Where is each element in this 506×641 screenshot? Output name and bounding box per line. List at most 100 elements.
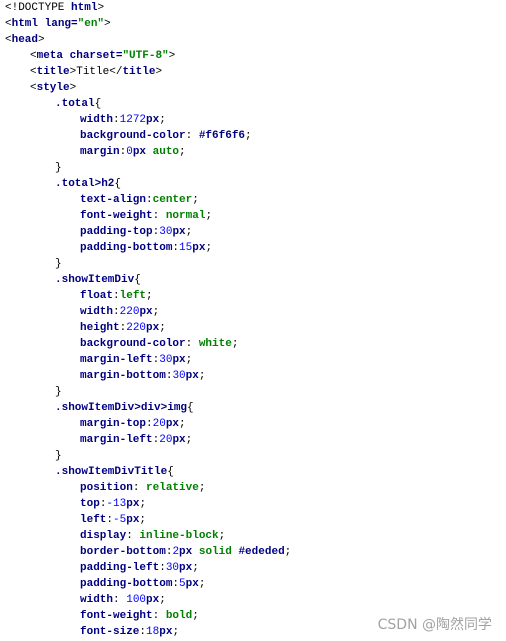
css-brace-close: } xyxy=(55,386,62,398)
doctype-close: > xyxy=(97,2,105,14)
title-gt: > xyxy=(69,66,77,78)
css-token-num: 30 xyxy=(172,370,186,382)
css-declaration: margin:0px auto; xyxy=(0,144,186,160)
css-declaration: padding-bottom:5px; xyxy=(0,576,205,592)
css-token-prop: font-weight xyxy=(80,610,153,622)
css-token-unit: px xyxy=(172,226,186,238)
css-rule-close-line: } xyxy=(0,160,62,176)
title-text: Title xyxy=(76,66,110,78)
css-token-plain: : xyxy=(152,610,166,622)
css-token-num: -5 xyxy=(113,514,127,526)
css-token-unit: px xyxy=(146,594,160,606)
css-declaration: margin-bottom:30px; xyxy=(0,368,205,384)
css-token-unit: px xyxy=(146,322,160,334)
css-token-kw: relative xyxy=(146,482,199,494)
css-declaration: margin-left:20px; xyxy=(0,432,192,448)
css-token-num: 18 xyxy=(146,626,160,638)
css-declaration: padding-top:30px; xyxy=(0,224,192,240)
css-token-kw: center xyxy=(152,194,193,206)
css-token-plain: : xyxy=(113,594,127,606)
html-gt: > xyxy=(104,18,111,30)
css-rule-selector-line: .showItemDivTitle{ xyxy=(0,464,174,480)
css-token-plain: ; xyxy=(139,514,147,526)
css-token-unit: px xyxy=(165,418,180,430)
head-tag: head xyxy=(11,34,39,46)
html-tag: html xyxy=(11,18,39,30)
css-token-prop: padding-bottom xyxy=(80,242,173,254)
css-token-plain: ; xyxy=(231,338,239,350)
css-token-prop: margin-left xyxy=(80,434,153,446)
css-token-kw: solid xyxy=(192,546,232,558)
css-declaration: height:220px; xyxy=(0,320,166,336)
css-token-num: 30 xyxy=(159,354,173,366)
css-token-prop: top xyxy=(80,498,100,510)
css-rule-selector-line: .total>h2{ xyxy=(0,176,121,192)
css-token-prop: background-color xyxy=(80,338,186,350)
css-token-plain: ; xyxy=(218,530,226,542)
css-brace-open: { xyxy=(187,402,194,414)
css-token-plain: : xyxy=(185,338,199,350)
css-token-plain: ; xyxy=(198,578,206,590)
css-token-num: 220 xyxy=(126,322,147,334)
css-rule-selector-line: .showItemDiv{ xyxy=(0,272,141,288)
css-brace-open: { xyxy=(114,178,122,190)
css-token-num: 20 xyxy=(152,418,166,430)
css-declaration: left:-5px; xyxy=(0,512,146,528)
css-token-plain: ; xyxy=(284,546,292,558)
css-token-prop: margin-top xyxy=(80,418,147,430)
meta-tag: meta xyxy=(36,50,64,62)
css-declaration: margin-top:20px; xyxy=(0,416,186,432)
css-token-plain: : xyxy=(113,290,120,302)
css-token-plain: ; xyxy=(179,418,186,430)
css-declaration: text-align:center; xyxy=(0,192,199,208)
css-token-plain: : xyxy=(146,194,153,206)
head-lt: < xyxy=(5,34,12,46)
css-token-plain: : xyxy=(152,226,160,238)
css-token-plain: : xyxy=(146,418,153,430)
css-token-kw: normal xyxy=(165,210,206,222)
css-declaration: margin-left:30px; xyxy=(0,352,192,368)
css-token-plain: ; xyxy=(205,210,213,222)
css-token-plain: ; xyxy=(159,322,166,334)
watermark: CSDN @陶然同学 xyxy=(377,617,492,633)
css-token-plain: : xyxy=(165,370,173,382)
css-token-num: 30 xyxy=(159,226,173,238)
css-token-num: 5 xyxy=(179,578,186,590)
css-token-kw: bold xyxy=(165,610,193,622)
css-token-plain: : xyxy=(152,354,160,366)
html-lang-attr: lang= xyxy=(38,18,78,30)
css-token-plain: ; xyxy=(192,562,199,574)
css-declaration: font-weight: bold; xyxy=(0,608,199,624)
css-token-plain: : xyxy=(126,530,140,542)
css-token-prop: padding-top xyxy=(80,226,153,238)
css-token-unit: px xyxy=(179,546,193,558)
css-token-unit: px xyxy=(179,562,193,574)
meta-lt: < xyxy=(30,50,37,62)
css-token-prop: background-color xyxy=(80,130,186,142)
title-open-tag: title xyxy=(36,66,70,78)
css-token-plain: ; xyxy=(192,610,199,622)
css-token-plain: : xyxy=(159,562,166,574)
css-token-plain: ; xyxy=(245,130,252,142)
css-declaration: width:1272px; xyxy=(0,112,166,128)
css-token-unit: px xyxy=(146,114,160,126)
css-token-unit: px xyxy=(185,578,199,590)
css-token-prop: padding-left xyxy=(80,562,160,574)
css-token-prop: font-size xyxy=(80,626,140,638)
css-token-plain: ; xyxy=(192,194,199,206)
css-token-plain: ; xyxy=(205,242,213,254)
css-declaration: padding-bottom:15px; xyxy=(0,240,212,256)
title-close-gt: > xyxy=(155,66,163,78)
css-token-unit: px xyxy=(172,434,186,446)
css-token-plain: ; xyxy=(152,306,160,318)
css-token-prop: margin-bottom xyxy=(80,370,166,382)
css-token-num: -13 xyxy=(106,498,127,510)
css-selector: .showItemDiv>div>img xyxy=(55,402,188,414)
css-token-plain: : xyxy=(139,626,147,638)
css-token-unit: px xyxy=(159,626,173,638)
css-declaration: padding-left:30px; xyxy=(0,560,199,576)
css-selector: .total xyxy=(55,98,95,110)
css-token-hex: #f6f6f6 xyxy=(198,130,246,142)
css-token-plain: ; xyxy=(159,594,166,606)
meta-charset-value: "UTF-8" xyxy=(122,50,169,62)
